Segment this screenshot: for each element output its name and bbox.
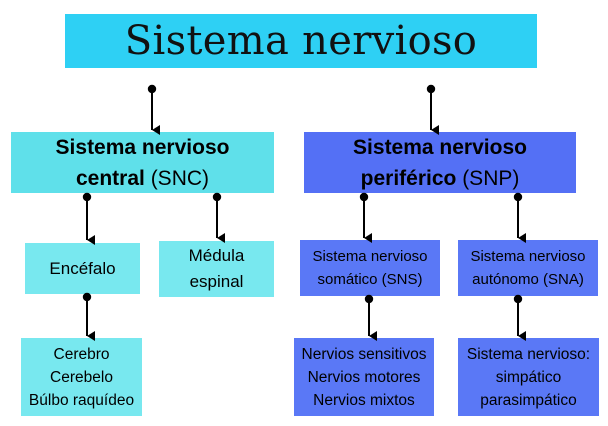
arrow-title-to-snp: [426, 84, 439, 135]
arrow-sna-to-leaves: [513, 294, 526, 341]
leaf-parasimpatico: parasimpático: [480, 391, 577, 409]
snp-name-line2: periférico: [360, 166, 457, 190]
sna-label-line2: autónomo (SNA): [472, 271, 584, 288]
medula-box: Médula espinal: [159, 241, 274, 297]
arrow-encefalo-to-leaves: [82, 292, 95, 341]
sns-label-line1: Sistema nervioso: [312, 248, 428, 265]
medula-label-line2: espinal: [189, 272, 244, 291]
leaf-cerebro: Cerebro: [53, 345, 110, 363]
arrow-snp-to-sna: [513, 192, 526, 243]
leaf-bulbo-raquideo: Búlbo raquídeo: [28, 391, 135, 409]
sns-leaves-box: Nervios sensitivos Nervios motores Nervi…: [294, 338, 434, 416]
sns-box: Sistema nervioso somático (SNS): [300, 240, 440, 296]
leaf-nervios-motores: Nervios motores: [307, 368, 421, 386]
snc-name-line2: central: [75, 166, 145, 190]
encefalo-leaves-box: Cerebro Cerebelo Búlbo raquídeo: [21, 338, 142, 416]
snp-box: Sistema nervioso periférico (SNP): [304, 132, 576, 193]
diagram-title-box: Sistema nervioso: [65, 14, 537, 68]
encefalo-label: Encéfalo: [49, 258, 116, 278]
leaf-sistema-nervioso: Sistema nervioso:: [466, 345, 591, 363]
arrow-sns-to-leaves: [364, 294, 377, 341]
sns-label-line2: somático (SNS): [317, 271, 423, 288]
snp-abbr: (SNP): [462, 166, 520, 190]
medula-label-line1: Médula: [188, 246, 245, 265]
encefalo-box: Encéfalo: [25, 243, 140, 294]
sna-leaves-box: Sistema nervioso: simpático parasimpátic…: [458, 338, 599, 416]
snp-name-line1: Sistema nervioso: [353, 135, 527, 159]
sna-box: Sistema nervioso autónomo (SNA): [458, 240, 598, 296]
arrow-snc-to-medula: [212, 192, 225, 243]
snc-name-line1: Sistema nervioso: [55, 135, 230, 159]
arrow-snc-to-encefalo: [82, 192, 95, 245]
leaf-simpatico: simpático: [495, 368, 562, 386]
snc-abbr: (SNC): [150, 166, 210, 190]
arrow-title-to-snc: [147, 84, 160, 135]
diagram-title: Sistema nervioso: [124, 18, 478, 64]
leaf-cerebelo: Cerebelo: [50, 368, 113, 386]
arrow-snp-to-sns: [359, 192, 372, 243]
snc-box: Sistema nervioso central (SNC): [11, 132, 274, 193]
sna-label-line1: Sistema nervioso: [470, 248, 586, 265]
leaf-nervios-sensitivos: Nervios sensitivos: [301, 345, 427, 363]
leaf-nervios-mixtos: Nervios mixtos: [313, 391, 415, 409]
